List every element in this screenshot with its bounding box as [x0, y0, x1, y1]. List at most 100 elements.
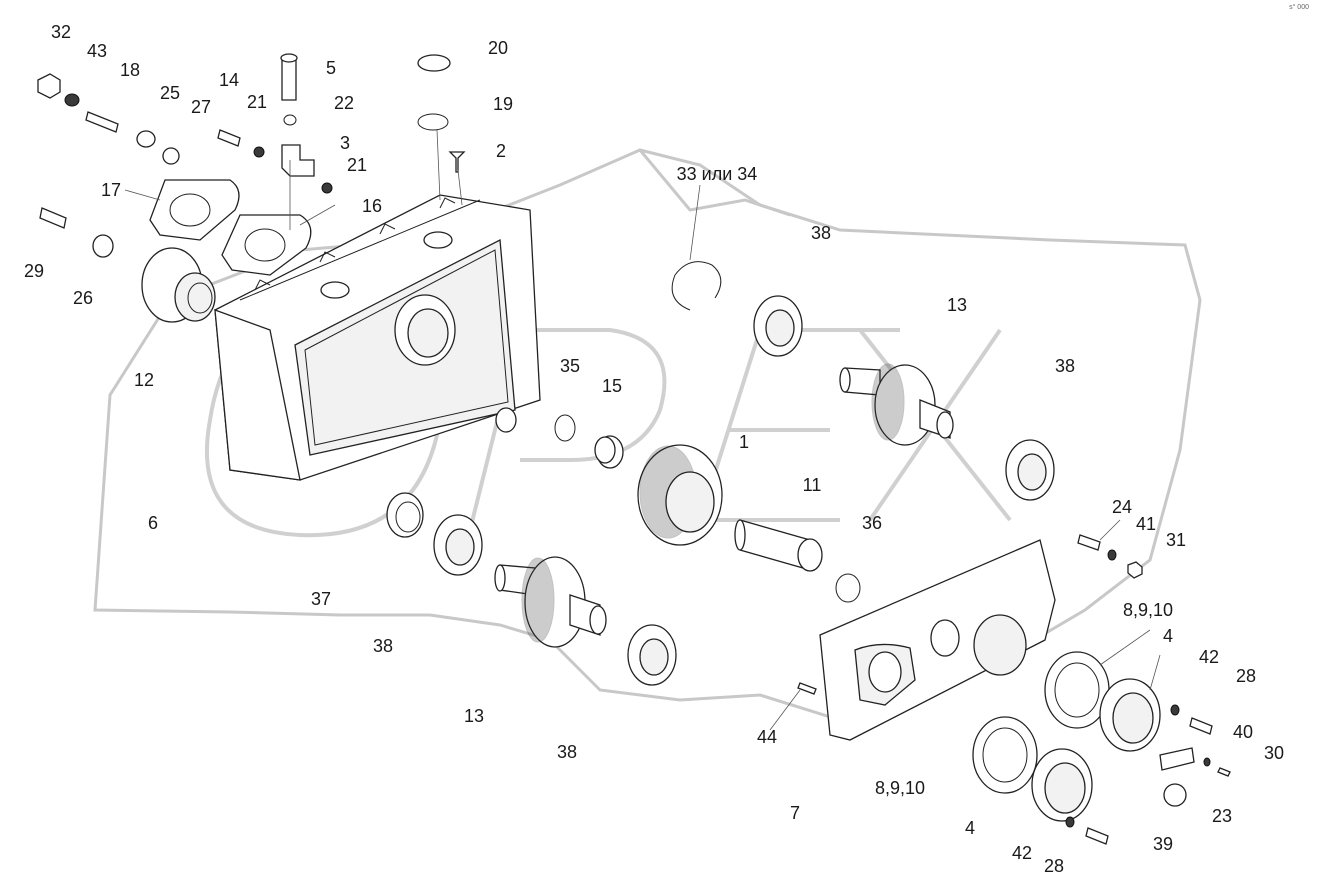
callout-29: 29 — [23, 261, 45, 281]
plug-39-icon — [1163, 783, 1187, 807]
bearing-38c-icon — [433, 514, 483, 576]
gear-shaft-13a-icon — [839, 363, 954, 446]
callout-23: 23 — [1211, 806, 1233, 826]
callout-36: 36 — [861, 513, 883, 533]
callout-7: 7 — [789, 803, 801, 823]
washer-41-icon — [1107, 549, 1117, 561]
bearing-cap-4b-icon — [1031, 748, 1093, 822]
callout-21-mid: 21 — [346, 155, 368, 175]
washer-40-icon — [1203, 757, 1211, 767]
callout-38-d: 38 — [556, 742, 578, 762]
washer-21-icon — [253, 146, 265, 158]
callout-18: 18 — [119, 60, 141, 80]
callout-42-b: 42 — [1011, 843, 1033, 863]
callout-8-9-10-b: 8,9,10 — [874, 778, 926, 798]
callout-43: 43 — [86, 41, 108, 61]
bearing-38a-icon — [753, 295, 803, 357]
bearing-38d-icon — [627, 624, 677, 686]
callout-37: 37 — [310, 589, 332, 609]
callout-25: 25 — [159, 83, 181, 103]
callout-16: 16 — [361, 196, 383, 216]
washer-25-icon — [136, 130, 156, 148]
callout-4-b: 4 — [964, 818, 976, 838]
callout-28-a: 28 — [1235, 666, 1257, 686]
fitting-5-icon — [281, 59, 297, 101]
callout-28-b: 28 — [1043, 856, 1065, 876]
bolt-28b-icon — [1085, 827, 1109, 845]
snap-ring-33-icon — [671, 261, 722, 311]
nut-32-icon — [37, 73, 61, 99]
bushing-27-icon — [162, 147, 180, 165]
bolt-29-icon — [39, 207, 67, 229]
stud-24-icon — [1077, 534, 1101, 551]
watermark-outline — [93, 148, 1202, 722]
callout-14: 14 — [218, 70, 240, 90]
callout-38-c: 38 — [372, 636, 394, 656]
bolt-28a-icon — [1189, 717, 1213, 735]
callout-5: 5 — [325, 58, 337, 78]
callout-33-or-34: 33 или 34 — [676, 164, 758, 184]
nut-31-icon — [1127, 561, 1143, 579]
ring-22-icon — [283, 114, 297, 126]
screw-30-icon — [1217, 767, 1231, 777]
callout-11: 11 — [802, 475, 822, 495]
callout-1: 1 — [738, 432, 750, 452]
plate-23-icon — [1159, 747, 1195, 771]
callout-13-b: 13 — [463, 706, 485, 726]
washer-26-icon — [92, 234, 114, 258]
cover-7-icon — [819, 539, 1056, 741]
callout-6: 6 — [147, 513, 159, 533]
pin-44-icon — [797, 682, 817, 695]
callout-35: 35 — [559, 356, 581, 376]
callout-30: 30 — [1263, 743, 1285, 763]
washer-42b-icon — [1065, 816, 1075, 828]
callout-2: 2 — [495, 141, 507, 161]
callout-22: 22 — [333, 93, 355, 113]
callout-31: 31 — [1165, 530, 1187, 550]
callout-40: 40 — [1232, 722, 1254, 742]
callout-20: 20 — [487, 38, 509, 58]
callout-12: 12 — [133, 370, 155, 390]
callout-24: 24 — [1111, 497, 1133, 517]
fitting-5-top-icon — [280, 53, 298, 63]
callout-38-a: 38 — [810, 223, 832, 243]
washer-21b-icon — [321, 182, 333, 194]
bolt-18-icon — [85, 111, 119, 133]
callout-27: 27 — [190, 97, 212, 117]
washer-42a-icon — [1170, 704, 1180, 716]
bearing-cap-4a-icon — [1099, 678, 1161, 752]
screw-2-icon — [448, 151, 466, 173]
gasket-16-icon — [221, 214, 312, 276]
callout-19: 19 — [492, 94, 514, 114]
leader-lines — [124, 129, 1161, 731]
ring-36-icon — [835, 573, 861, 603]
callout-39: 39 — [1152, 834, 1174, 854]
seal-37-icon — [386, 492, 424, 538]
gasket-8-9-10b-icon — [972, 716, 1038, 794]
gasket-17-icon — [149, 179, 240, 241]
washer-43-icon — [64, 93, 80, 107]
callout-17: 17 — [100, 180, 122, 200]
tee-3-icon — [281, 144, 315, 177]
bearing-38b-icon — [1005, 439, 1055, 501]
callout-15: 15 — [601, 376, 623, 396]
ring-35-icon — [554, 414, 576, 442]
callout-41: 41 — [1135, 514, 1157, 534]
callout-21-top: 21 — [246, 92, 268, 112]
cap-20-icon — [417, 54, 451, 72]
oring-19-icon — [417, 113, 449, 131]
gear-shaft-13b-icon — [494, 556, 607, 648]
bolt-14-icon — [217, 129, 241, 147]
callout-4-a: 4 — [1162, 626, 1174, 646]
callout-38-b: 38 — [1054, 356, 1076, 376]
callout-3: 3 — [339, 133, 351, 153]
gear-1-icon — [637, 444, 723, 546]
bushing-15-icon — [594, 435, 624, 469]
callout-44: 44 — [756, 727, 778, 747]
shaft-11-icon — [734, 519, 823, 572]
callout-42-a: 42 — [1198, 647, 1220, 667]
corner-mark: s° 000 — [1289, 4, 1309, 11]
callout-32: 32 — [50, 22, 72, 42]
